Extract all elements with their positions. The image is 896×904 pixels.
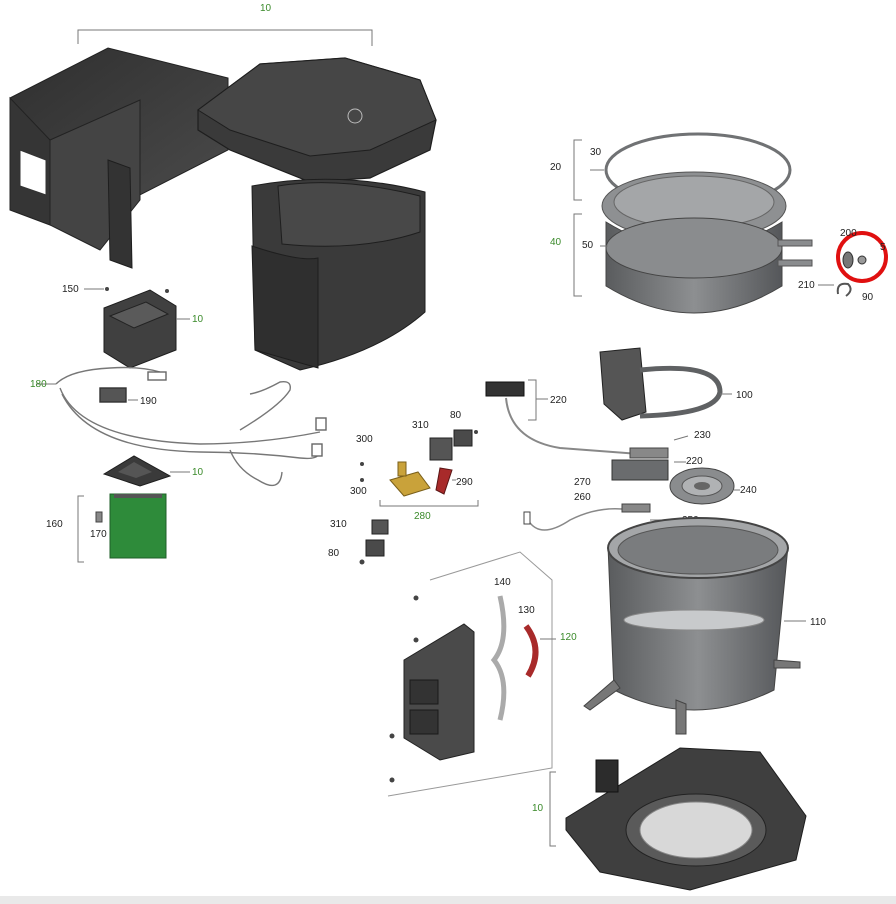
- label-130: 130: [518, 605, 535, 616]
- label-280: 280: [414, 511, 431, 522]
- igniter-and-burner: [485, 379, 740, 531]
- wire-harness: [36, 366, 327, 487]
- label-100: 100: [736, 390, 753, 401]
- control-cover: [102, 455, 190, 487]
- label-80a: 80: [450, 410, 462, 421]
- label-230: 230: [694, 430, 711, 441]
- bottom-scroll-strip: [0, 896, 896, 904]
- label-310a: 310: [412, 420, 429, 431]
- cabinet-assembly: [9, 29, 437, 371]
- label-5: 5: [880, 242, 886, 253]
- base-plate: [549, 747, 807, 891]
- burner-pot-assembly: [573, 132, 813, 314]
- label-160: 160: [46, 519, 63, 530]
- label-10-top: 10: [260, 3, 272, 14]
- label-180: 180: [30, 379, 47, 390]
- label-40: 40: [550, 237, 562, 248]
- label-30: 30: [590, 147, 602, 158]
- label-140: 140: [494, 577, 511, 588]
- label-10-mid: 10: [192, 467, 204, 478]
- label-120: 120: [560, 632, 577, 643]
- label-220b: 220: [686, 456, 703, 467]
- label-90: 90: [862, 292, 874, 303]
- valve-bracket: [359, 519, 389, 565]
- label-260: 260: [574, 492, 591, 503]
- label-110: 110: [810, 617, 826, 628]
- label-80b: 80: [328, 548, 340, 559]
- outer-shell: [583, 517, 806, 735]
- label-240: 240: [740, 485, 757, 496]
- highlight-circle: [836, 231, 888, 283]
- label-270: 270: [574, 477, 591, 488]
- label-300b: 300: [350, 486, 367, 497]
- label-20: 20: [550, 162, 562, 173]
- corner-bracket: [84, 287, 190, 369]
- label-290: 290: [456, 477, 473, 488]
- label-10-bracket: 10: [192, 314, 204, 325]
- label-200: 200: [840, 228, 857, 239]
- label-150: 150: [62, 284, 79, 295]
- heat-shield: [599, 347, 732, 421]
- label-190: 190: [140, 396, 157, 407]
- mounting-bracket: [387, 551, 556, 797]
- small-fittings: [818, 251, 867, 297]
- label-170: 170: [90, 529, 107, 540]
- gas-valve-group: [360, 429, 479, 507]
- label-10-bottom: 10: [532, 803, 544, 814]
- label-300a: 300: [356, 434, 373, 445]
- label-210: 210: [798, 280, 815, 291]
- label-220a: 220: [550, 395, 567, 406]
- label-310b: 310: [330, 519, 347, 530]
- label-50: 50: [582, 240, 594, 251]
- control-board: [77, 493, 167, 563]
